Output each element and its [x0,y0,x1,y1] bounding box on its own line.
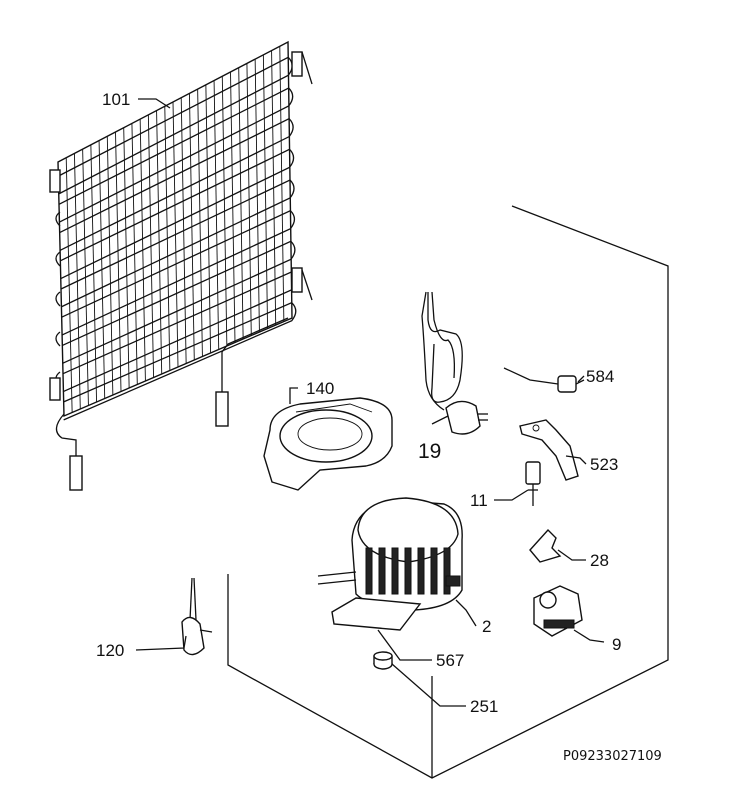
compressor-stripe [404,547,412,595]
condenser-tube [63,301,297,421]
compressor-2 [317,497,463,631]
part-labels: 101 140 19 584 523 11 28 2 9 120 567 251… [96,90,662,764]
compressor-stripe [430,547,438,595]
condenser-101 [49,40,313,491]
label-567: 567 [436,651,464,670]
thermostat-120 [181,577,213,656]
label-251: 251 [470,697,498,716]
condenser-tube [62,240,296,365]
compressor-stripe [365,547,373,595]
compressor-stripe [391,547,399,595]
compressor-stripe [443,547,451,595]
condenser-tube [60,148,295,280]
grommet-251 [373,651,393,670]
bracket-523 [519,419,579,481]
compressor-stripe [417,547,425,595]
label-28: 28 [590,551,609,570]
label-9: 9 [612,635,621,654]
condenser-tube [58,87,294,223]
capacitor-11 [525,461,541,506]
label-101: 101 [102,90,130,109]
leader-lines [135,98,605,707]
label-584: 584 [586,367,614,386]
label-120: 120 [96,641,124,660]
condenser-tube [61,209,296,336]
power-cable-19 [421,291,488,435]
label-523: 523 [590,455,618,474]
cabinet-outline [227,205,669,779]
label-11: 11 [470,491,488,510]
label-2: 2 [482,617,491,636]
clip-28 [529,528,562,563]
compressor-stripe [378,547,386,595]
label-19: 19 [418,440,441,463]
relay-9 [533,585,583,637]
label-140: 140 [306,379,334,398]
sensor-584 [503,367,585,393]
condenser-tube [59,117,294,252]
drip-tray-140 [263,397,393,491]
reference-code: P09233027109 [563,749,662,764]
condenser-tube [60,179,295,308]
